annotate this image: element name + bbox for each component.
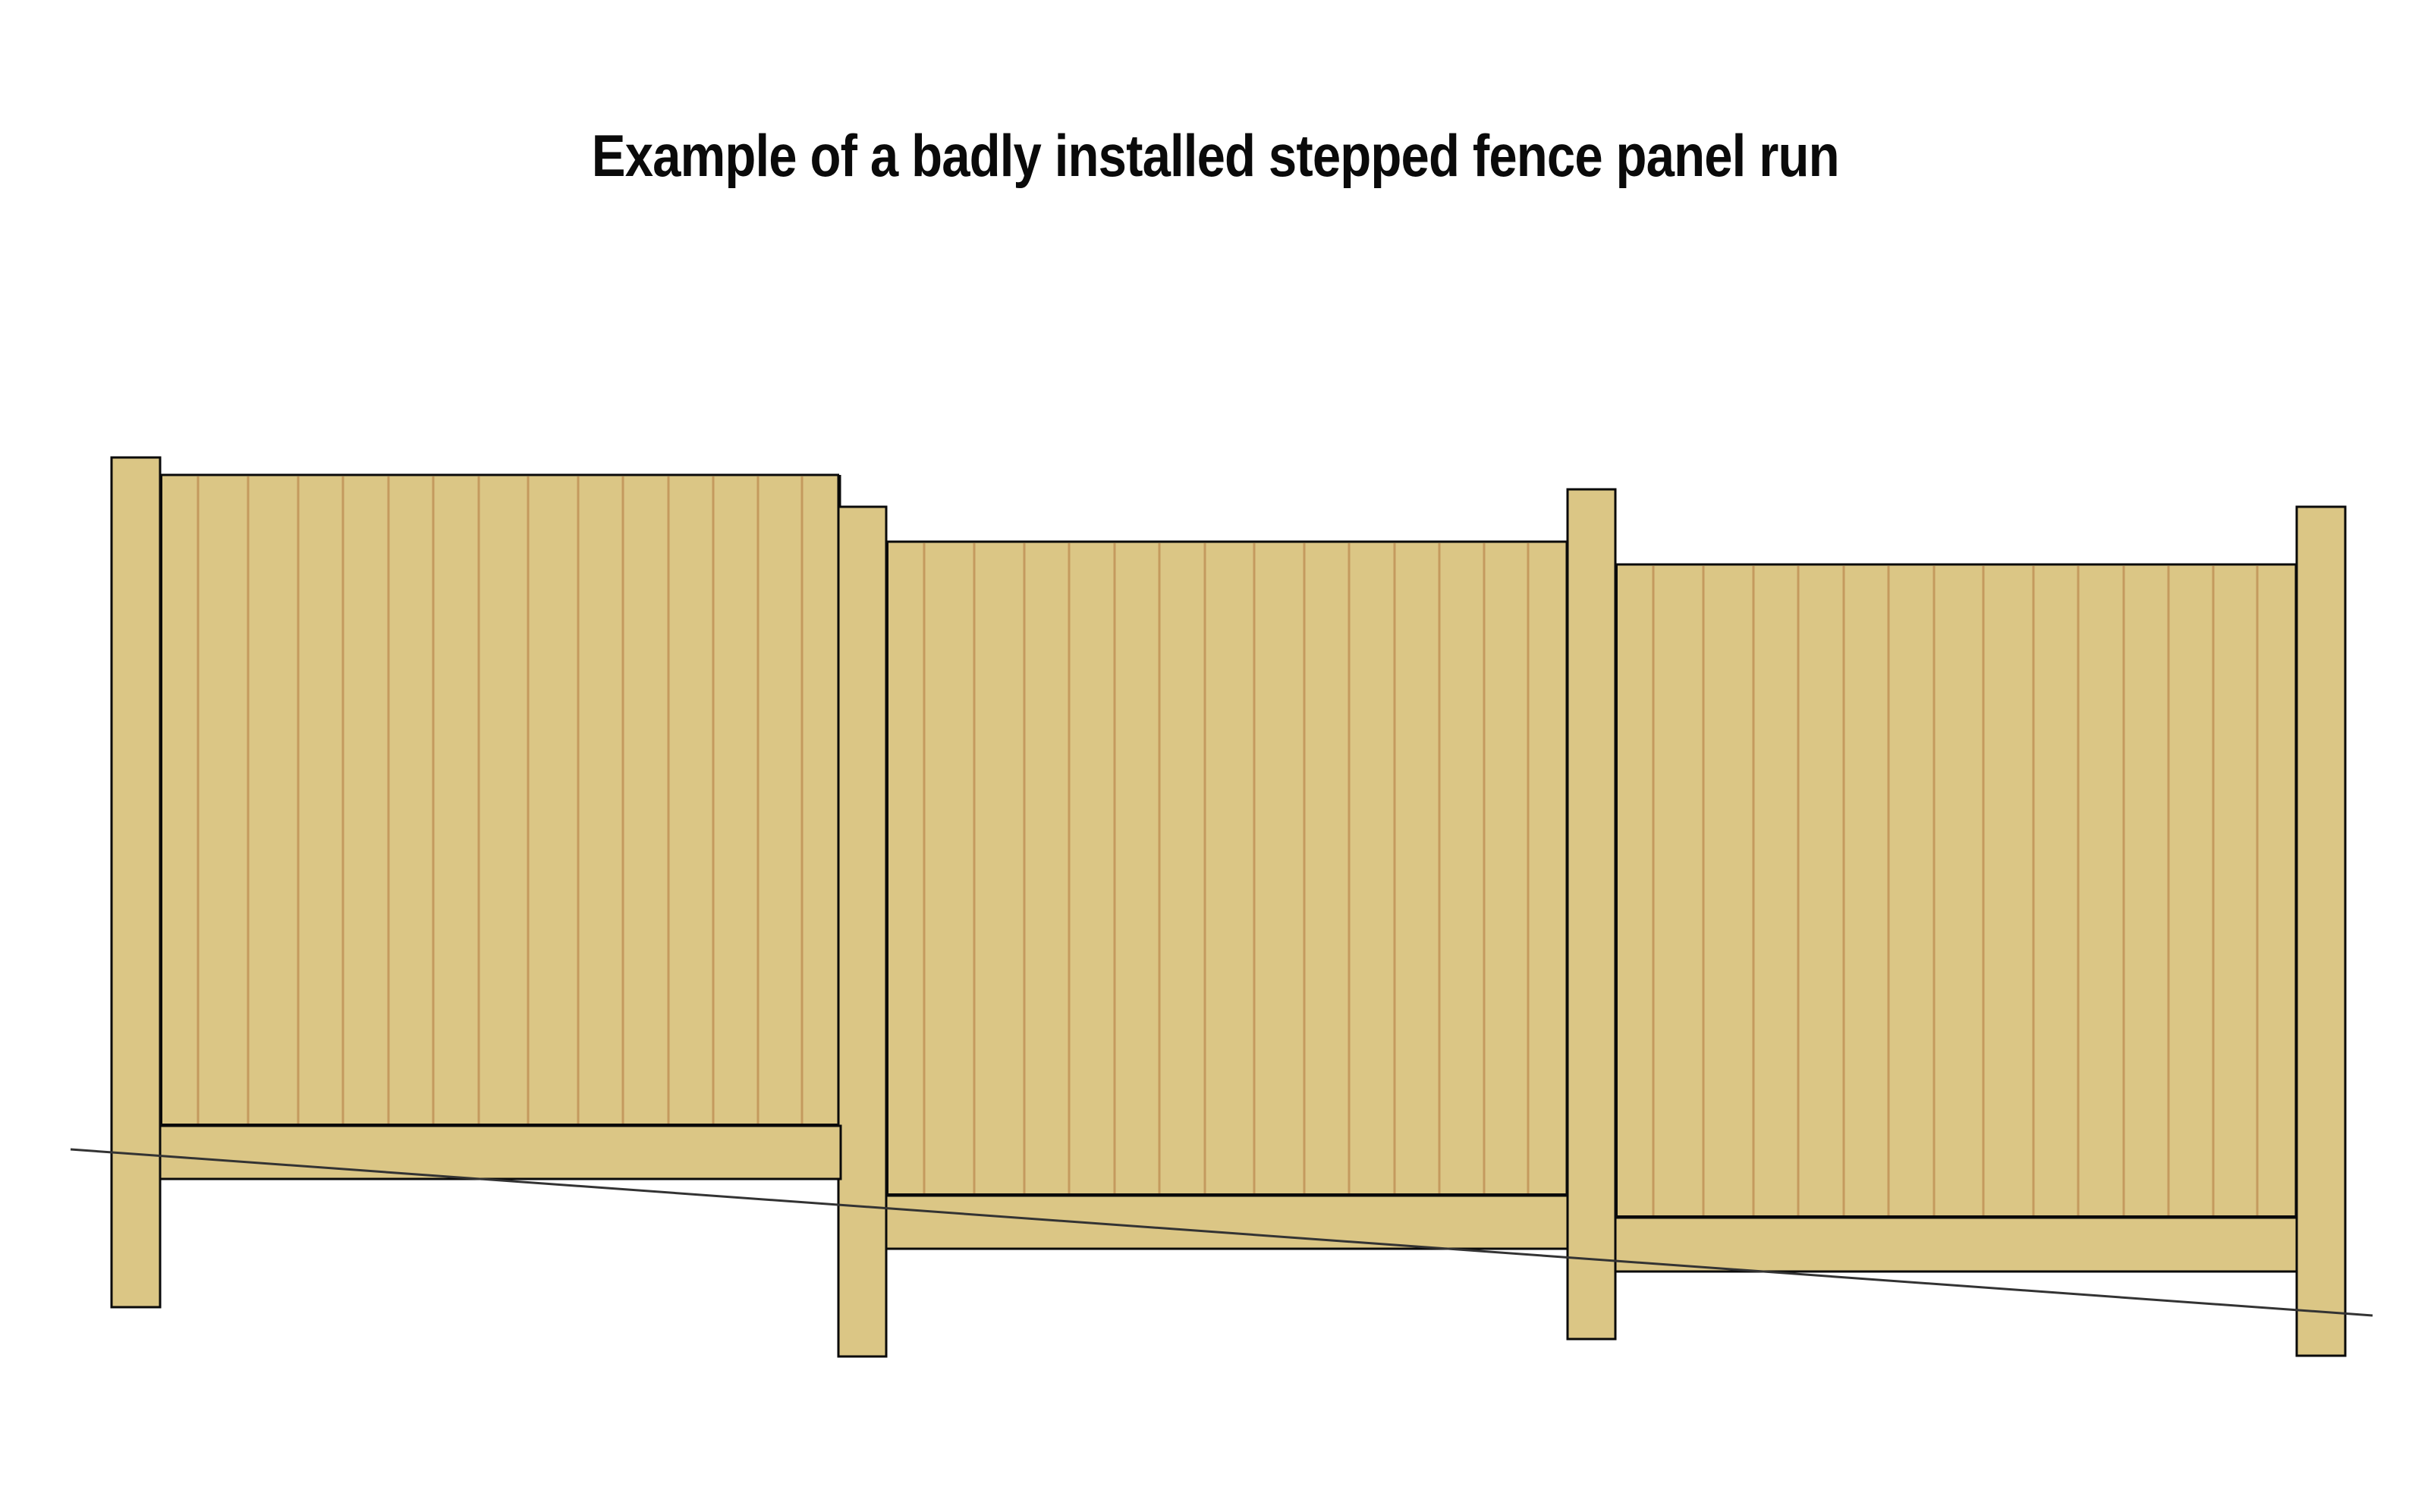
diagram-title-text: Example of a badly installed stepped fen… [592, 122, 1840, 189]
panel-2 [884, 540, 1570, 1198]
panel-face [160, 475, 839, 1126]
post-3 [1566, 488, 1617, 1341]
panel-face [886, 542, 1568, 1196]
panel-1 [158, 473, 841, 1128]
panel-3 [1613, 563, 2299, 1220]
post-2 [837, 505, 888, 1358]
fence-posts [110, 456, 2347, 1358]
gravel-board-1 [159, 1124, 842, 1180]
diagram-title: Example of a badly installed stepped fen… [0, 121, 2431, 190]
fence-panels [158, 473, 2299, 1220]
gravel-board-2 [885, 1194, 1569, 1250]
post-4 [2295, 505, 2347, 1357]
gravel-board-3 [1614, 1216, 2298, 1273]
ground-slope-line [70, 1148, 2373, 1317]
panel-face [1615, 564, 2297, 1218]
gravel-boards [159, 1124, 2298, 1273]
post-1 [110, 456, 162, 1309]
